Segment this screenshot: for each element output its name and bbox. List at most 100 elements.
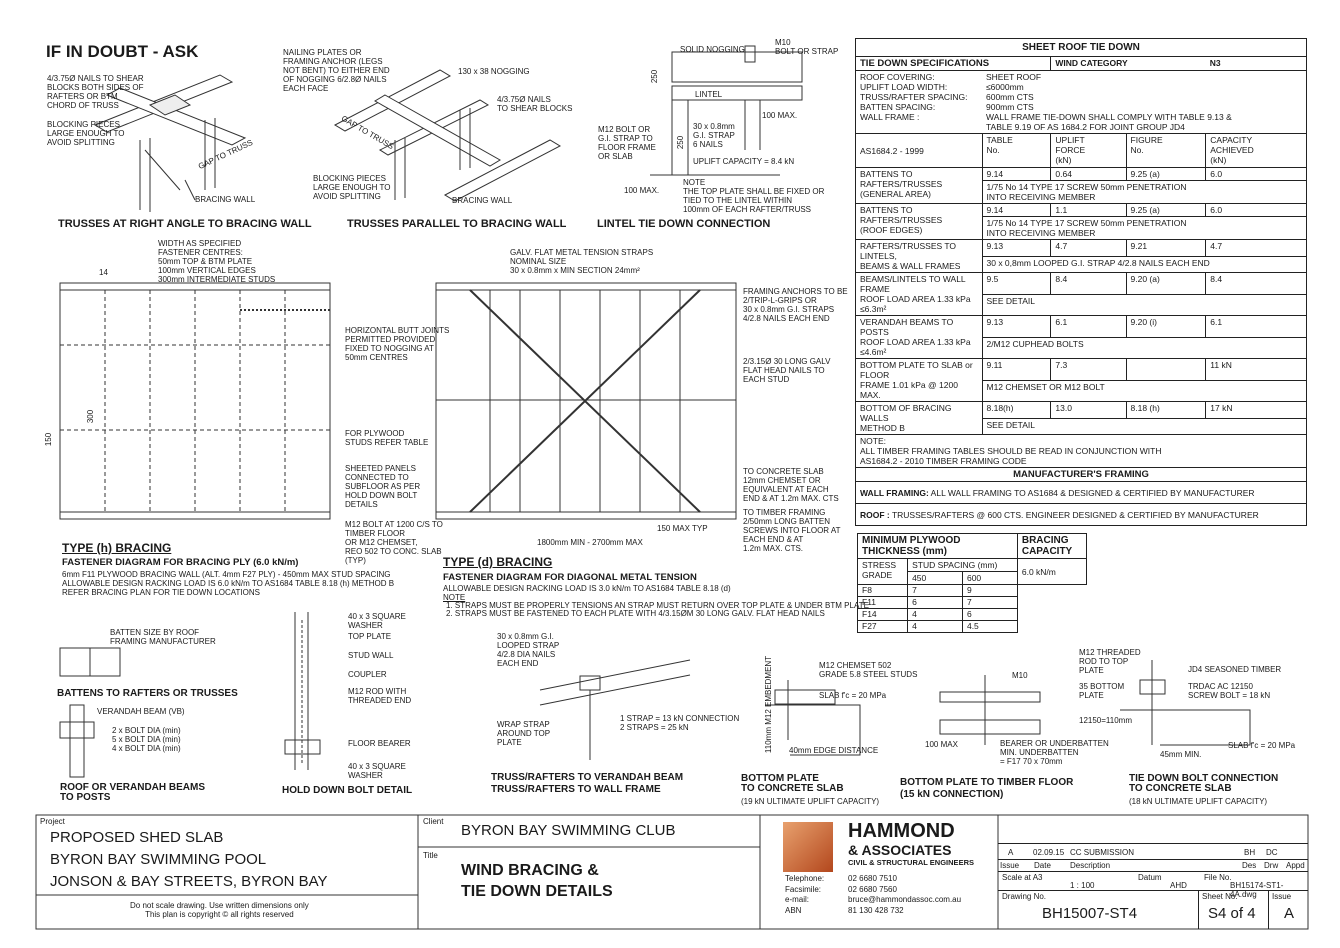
typeh-note-2: FOR PLYWOOD STUDS REFER TABLE [345, 429, 429, 447]
ply-cell: F27 [856, 620, 909, 633]
ply-cap: 6.0 kN/m [1016, 558, 1088, 585]
tie-row-c: 6.0 [1205, 203, 1307, 217]
typeh-heading: TYPE (h) BRACING [62, 541, 172, 555]
typed-note-6: 150 MAX TYP [657, 524, 708, 533]
tiebolt-note-3: 35 BOTTOM PLATE [1079, 682, 1125, 700]
tie-row-c: 4.7 [1205, 239, 1307, 257]
tie-row-t: 8.18(h) [981, 401, 1052, 419]
tie-col-figure: FIGURE No. [1125, 133, 1207, 168]
typed-note-2: FRAMING ANCHORS TO BE 2/TRIP-L-GRIPS OR … [743, 287, 848, 323]
roofbeams-bolts: 2 x BOLT DIA (min) 5 x BOLT DIA (min) 4 … [112, 726, 181, 753]
typeh-dim-2: 300 [86, 409, 96, 424]
ply-cell: 7 [907, 584, 963, 597]
tie-col-uplift: UPLIFT FORCE (kN) [1050, 133, 1127, 168]
sheet-no: S4 of 4 [1208, 905, 1256, 922]
holddown-caption: HOLD DOWN BOLT DETAIL [282, 785, 413, 796]
project-line-2: BYRON BAY SWIMMING POOL [50, 851, 267, 868]
tie-windval: N3 [1205, 56, 1307, 71]
project-label: Project [40, 817, 65, 826]
tie-row-u: 4.7 [1050, 239, 1127, 257]
bpslab-caption: BOTTOM PLATE TO CONCRETE SLAB [741, 773, 844, 794]
title-label: Title [423, 851, 438, 860]
ply-cell: F11 [856, 596, 909, 609]
ply-cell: F14 [856, 608, 909, 621]
ply-stud: STUD SPACING (mm) [907, 558, 1018, 572]
holddown-note-2: TOP PLATE [348, 632, 392, 641]
tie-row-label: RAFTERS/TRUSSES TO LINTELS, BEAMS & WALL… [855, 239, 983, 273]
ply-h2: BRACING CAPACITY [1016, 533, 1088, 559]
tiebolt-note-2: JD4 SEASONED TIMBER [1188, 665, 1282, 674]
tie-row-f: 9.21 [1125, 239, 1207, 257]
tie-col-capacity: CAPACITY ACHIEVED (kN) [1205, 133, 1307, 168]
d3-dim-2: 250 [676, 135, 686, 150]
drawing-no: BH15007-ST4 [1042, 905, 1138, 922]
tie-row-u: 13.0 [1050, 401, 1127, 419]
roofbeams-note: VERANDAH BEAM (VB) [97, 707, 185, 716]
tie-row-u: 6.1 [1050, 315, 1127, 338]
battens-caption: BATTENS TO RAFTERS OR TRUSSES [57, 688, 238, 699]
detail-2-drawing [333, 69, 562, 202]
ply-cell: 4 [907, 608, 963, 621]
tiebolt-note-5: 12150=110mm [1079, 716, 1132, 725]
typeh-note-1: HORIZONTAL BUTT JOINTS PERMITTED PROVIDE… [345, 326, 450, 362]
detail-3-drawing [650, 45, 803, 176]
tie-mf: MANUFACTURER'S FRAMING [855, 467, 1307, 482]
d3-caption: LINTEL TIE DOWN CONNECTION [597, 218, 771, 230]
tie-row-label: VERANDAH BEAMS TO POSTS ROOF LOAD AREA 1… [855, 315, 983, 359]
h-date: Date [1034, 861, 1051, 870]
tie-note: NOTE: ALL TIMBER FRAMING TABLES SHOULD B… [855, 434, 1307, 468]
tie-row-u: 1.1 [1050, 203, 1127, 217]
ply-s1: 450 [907, 571, 963, 585]
bpslab-note-3: 40mm EDGE DISTANCE [789, 746, 879, 755]
roofbeams-caption: ROOF OR VERANDAH BEAMS TO POSTS [60, 782, 206, 803]
tie-row-f: 9.20 (a) [1125, 272, 1207, 295]
project-line-1: PROPOSED SHED SLAB [50, 829, 224, 846]
type-h-panel [59, 282, 331, 520]
roofbeam-drawing [59, 704, 95, 778]
h-drw: Drw [1264, 861, 1279, 870]
truss-caption: TRUSS/RAFTERS TO VERANDAH BEAM TRUSS/RAF… [491, 772, 684, 795]
bpslab-note-2: SLAB f'c = 20 MPa [819, 691, 887, 700]
d1-note-3: BRACING WALL [195, 195, 256, 204]
tie-row-t: 9.5 [981, 272, 1052, 295]
project-line-3: JONSON & BAY STREETS, BYRON BAY [50, 873, 328, 890]
holddown-note-3: STUD WALL [348, 651, 394, 660]
battens-drawing [59, 647, 121, 677]
holddown-note-4: COUPLER [348, 670, 387, 679]
ply-cell: 7 [961, 596, 1018, 609]
d3-note-4: 100 MAX. [762, 111, 798, 120]
rev-by: BH [1244, 848, 1256, 857]
truss-note-1: 30 x 0.8mm G.I. LOOPED STRAP 4/2.8 DIA N… [497, 632, 560, 668]
client-name: BYRON BAY SWIMMING CLUB [461, 822, 676, 839]
contact-values: 02 6680 7510 02 6680 7560 bruce@hammonda… [848, 874, 962, 915]
typeh-note-3: SHEETED PANELS CONNECTED TO SUBFLOOR AS … [345, 464, 421, 509]
tie-down-table: SHEET ROOF TIE DOWN TIE DOWN SPECIFICATI… [854, 38, 1307, 526]
tie-row-u: 0.64 [1050, 167, 1127, 181]
tiebolt-note-7: 45mm MIN. [1160, 750, 1202, 759]
ply-cell: 6 [961, 608, 1018, 621]
ply-cell: F8 [856, 584, 909, 597]
tie-col-table: TABLE No. [981, 133, 1052, 168]
ply-h1: MINIMUM PLYWOOD THICKNESS (mm) [857, 533, 1018, 559]
typed-note-label: NOTE [443, 593, 466, 602]
h-des: Des [1242, 861, 1257, 870]
tie-row-c: 6.1 [1205, 315, 1307, 338]
typed-note-n1: 1. STRAPS MUST BE PROPERLY TENSIONS AN S… [446, 601, 869, 610]
scale: 1 : 100 [1070, 881, 1095, 890]
d3-note-9: NOTE THE TOP PLATE SHALL BE FIXED OR TIE… [683, 178, 825, 214]
tie-spec: TIE DOWN SPECIFICATIONS [854, 56, 1052, 71]
holddown-drawing [284, 612, 321, 770]
tie-row-c: 6.0 [1205, 167, 1307, 181]
title-block-frame [35, 814, 1309, 930]
tie-row-note: 2/M12 CUPHEAD BOLTS [981, 336, 1307, 359]
tiebolt-caption: TIE DOWN BOLT CONNECTION TO CONCRETE SLA… [1129, 773, 1279, 794]
tie-row-label: BATTENS TO RAFTERS/TRUSSES (GENERAL AREA… [855, 167, 983, 204]
tie-row-u: 8.4 [1050, 272, 1127, 295]
d2-note-1: NAILING PLATES OR FRAMING ANCHOR (LEGS N… [283, 48, 390, 93]
typed-text: ALLOWABLE DESIGN RACKING LOAD IS 3.0 kN/… [443, 584, 731, 593]
tie-row-f: 8.18 (h) [1125, 401, 1207, 419]
d3-note-8: 100 MAX. [624, 186, 660, 195]
truss-note-3: 1 STRAP = 13 kN CONNECTION 2 STRAPS = 25… [620, 714, 740, 732]
holddown-note-7: 40 x 3 SQUARE WASHER [348, 762, 406, 780]
